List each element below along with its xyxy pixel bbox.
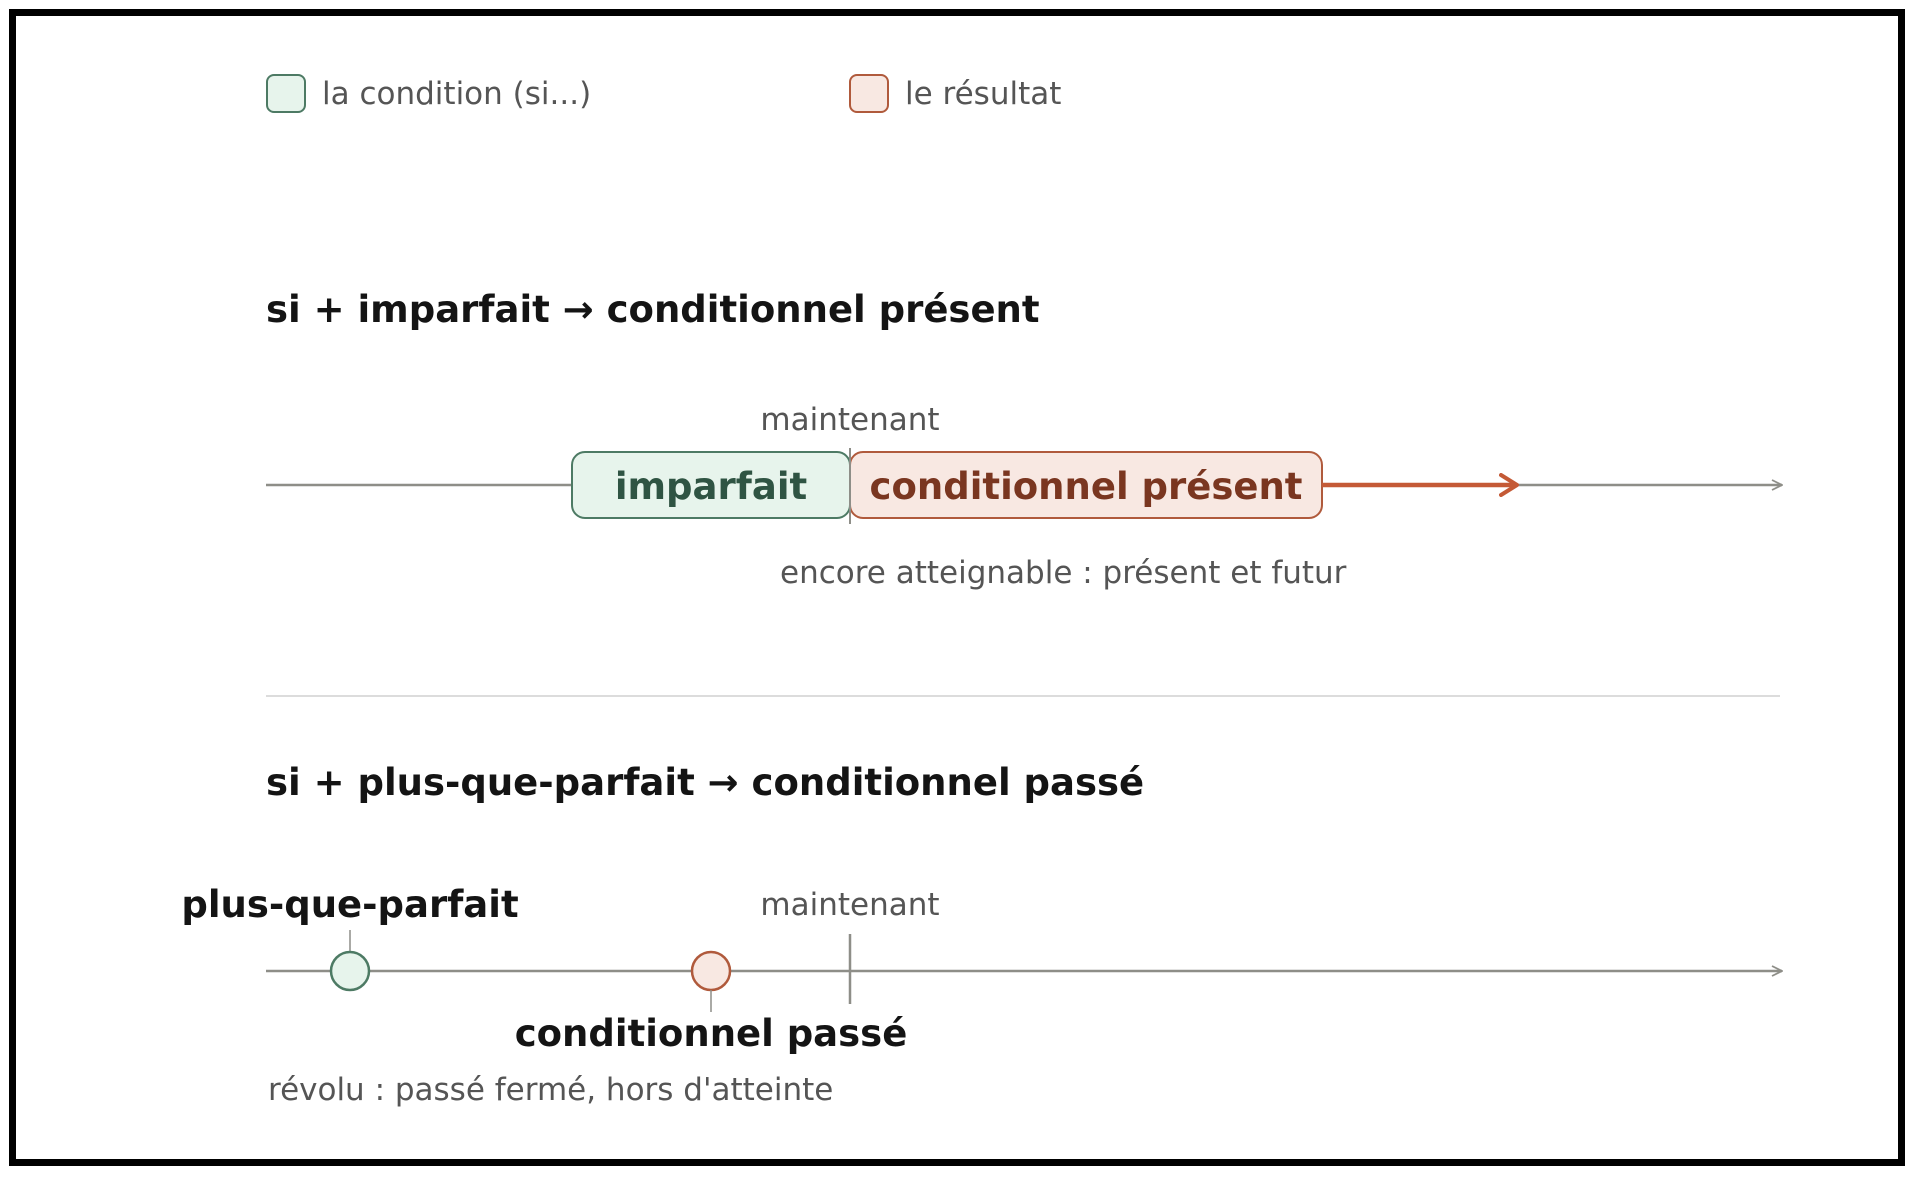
plus-que-parfait-label: plus-que-parfait	[181, 883, 518, 926]
section1-title: si + imparfait → conditionnel présent	[266, 288, 1040, 331]
plus-que-parfait-point	[329, 950, 371, 992]
imparfait-box-label: imparfait	[615, 465, 807, 508]
legend: la condition (si...) le résultat	[266, 74, 1061, 113]
conditionnel-passe-point	[690, 950, 732, 992]
legend-condition-label: la condition (si...)	[322, 76, 591, 112]
conditionnel-passe-label: conditionnel passé	[515, 1012, 908, 1055]
section1-caption: encore atteignable : présent et futur	[780, 555, 1347, 591]
section-plus-que-parfait: si + plus-que-parfait → conditionnel pas…	[181, 761, 1782, 1108]
legend-condition-swatch	[266, 74, 306, 113]
section1-now-label: maintenant	[760, 402, 939, 438]
conditionnel-present-box-label: conditionnel présent	[870, 465, 1303, 508]
legend-result-swatch	[849, 74, 889, 113]
legend-result-label: le résultat	[905, 76, 1061, 112]
section2-title: si + plus-que-parfait → conditionnel pas…	[266, 761, 1144, 804]
section-imparfait: si + imparfait → conditionnel présent ma…	[266, 288, 1782, 591]
section2-now-label: maintenant	[760, 887, 939, 923]
diagram-frame	[9, 9, 1905, 1166]
section2-caption: révolu : passé fermé, hors d'atteinte	[268, 1072, 833, 1108]
